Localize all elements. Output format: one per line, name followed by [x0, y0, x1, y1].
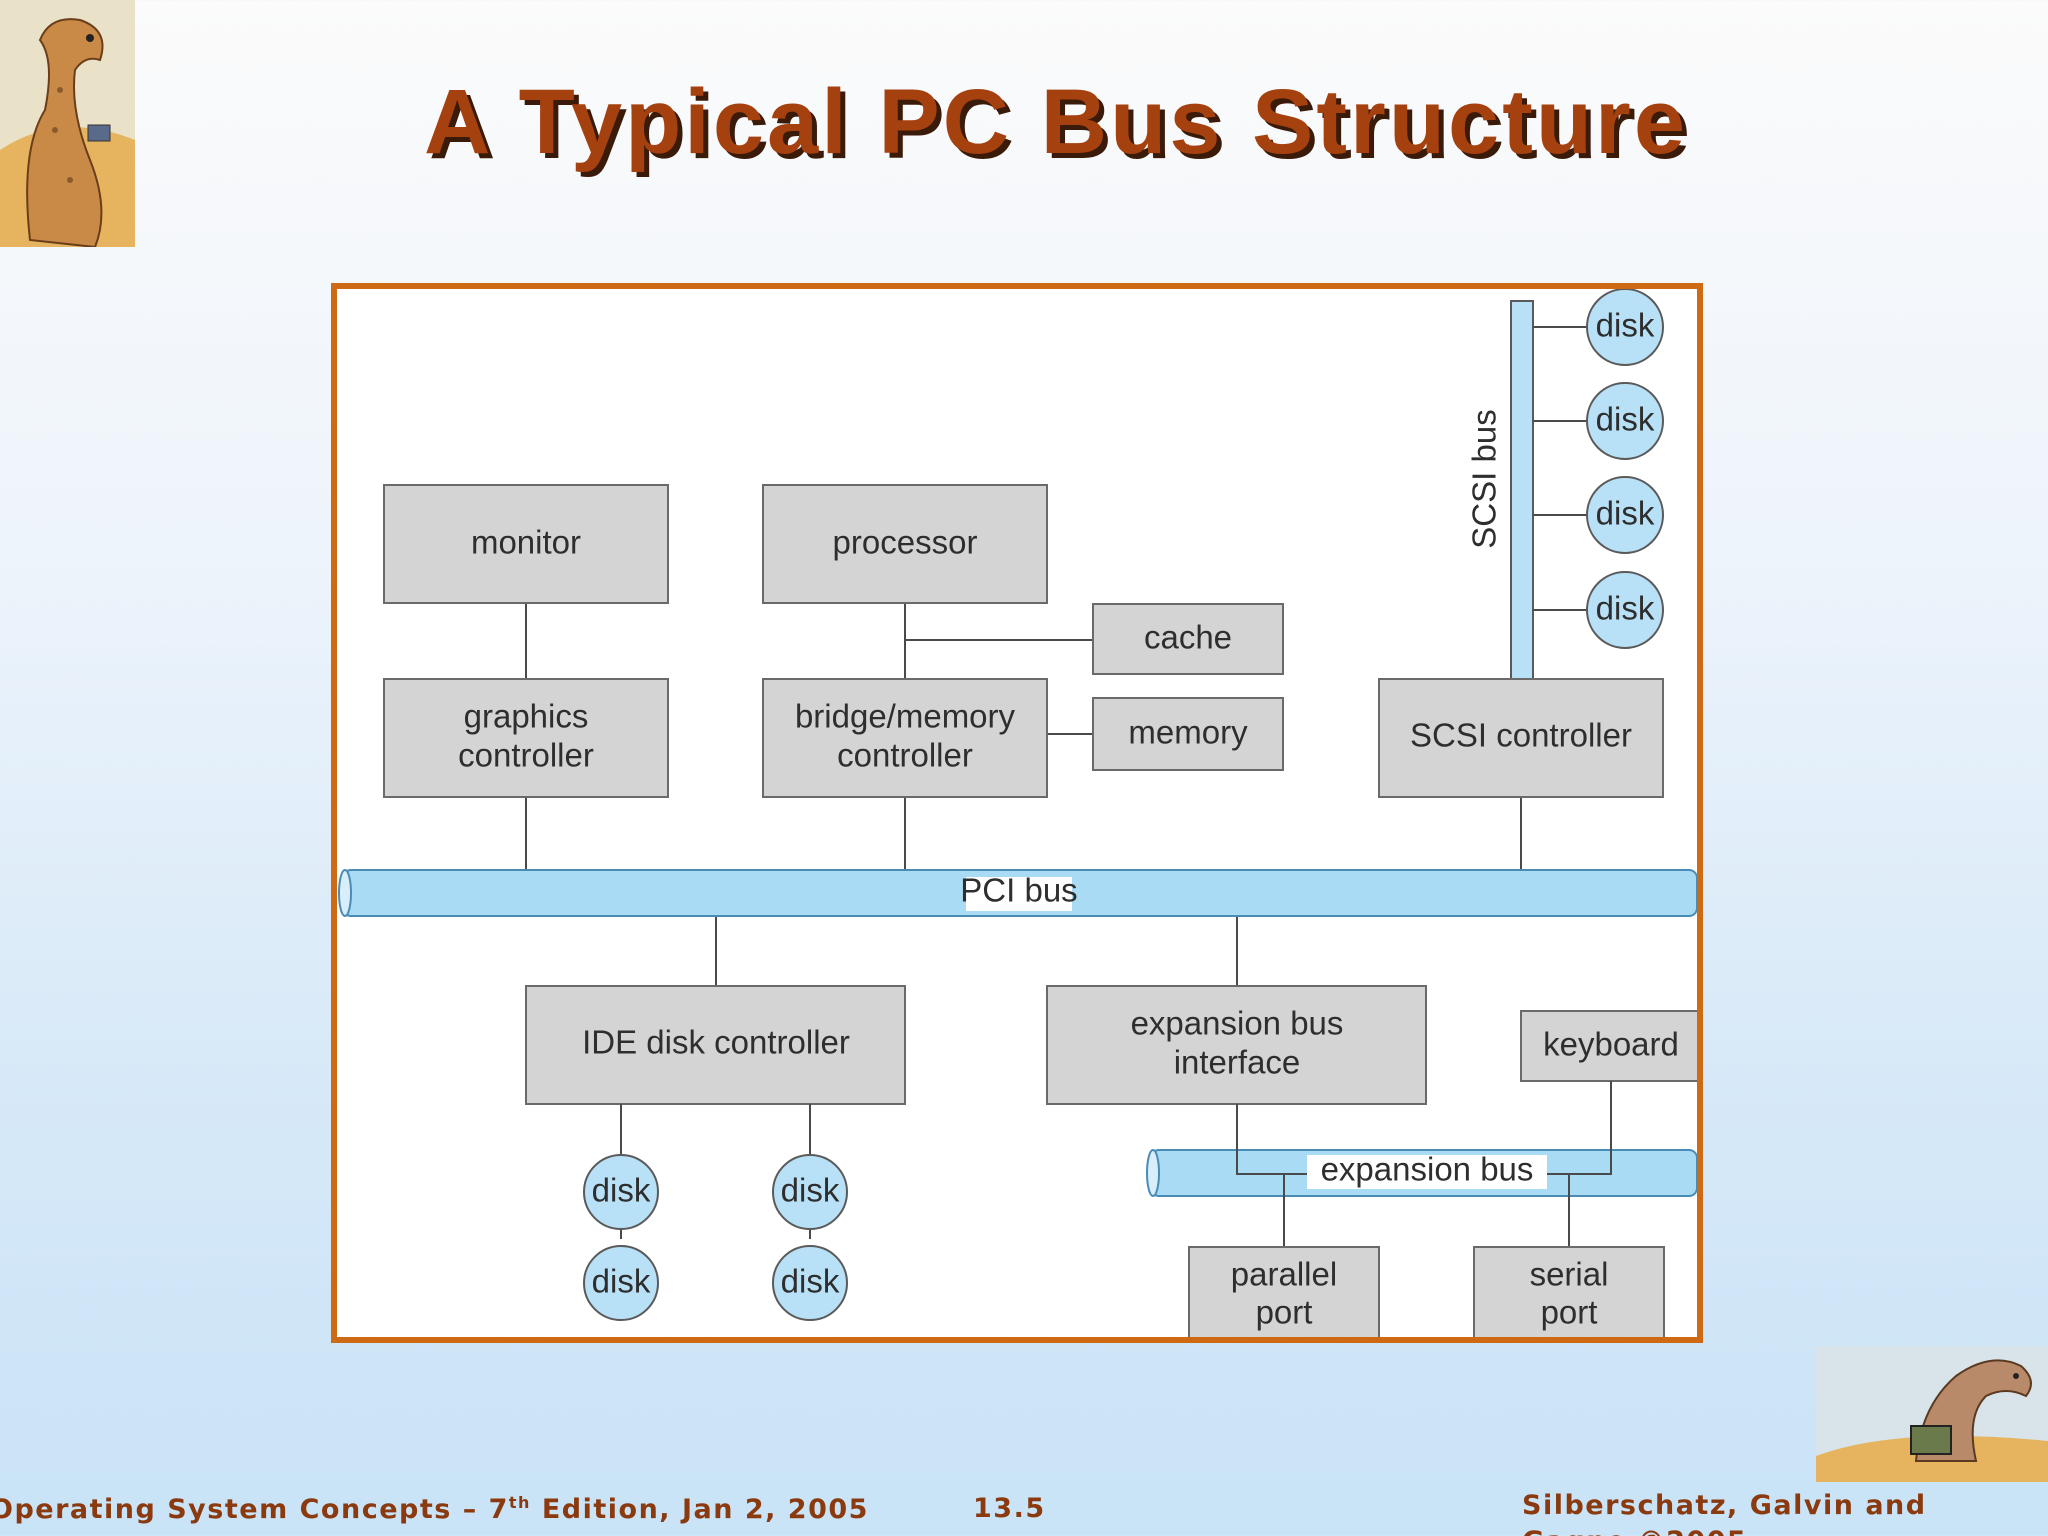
expansion-bus-label: expansion bus: [1321, 1151, 1534, 1188]
svg-text:keyboard: keyboard: [1543, 1026, 1679, 1063]
svg-text:cache: cache: [1144, 619, 1232, 656]
dinosaur-illustration-top: [0, 0, 135, 247]
processor-box: processor: [762, 484, 1048, 604]
ide-disk-controller-box: IDE disk controller: [525, 985, 906, 1105]
scsi-disk-4: disk: [1586, 571, 1664, 649]
ide-disk-2: disk: [772, 1154, 848, 1230]
svg-text:graphics: graphics: [464, 698, 589, 735]
svg-text:disk: disk: [781, 1172, 840, 1209]
svg-text:disk: disk: [1596, 590, 1655, 627]
svg-text:expansion bus: expansion bus: [1131, 1005, 1344, 1042]
diagram-frame: SCSI bus disk disk disk disk PCI bus mon…: [331, 283, 1703, 1343]
bus-diagram: SCSI bus disk disk disk disk PCI bus mon…: [338, 289, 1697, 1337]
slide-title: A Typical PC Bus Structure: [423, 71, 1689, 173]
pci-bus-label: PCI bus: [960, 872, 1077, 909]
bridge-memory-controller-box: bridge/memory controller: [762, 678, 1048, 798]
scsi-controller-box: SCSI controller: [1378, 678, 1664, 798]
ide-disk-3: disk: [583, 1245, 659, 1321]
svg-text:disk: disk: [1596, 307, 1655, 344]
ide-disk-1: disk: [583, 1154, 659, 1230]
svg-text:disk: disk: [1596, 401, 1655, 438]
memory-box: memory: [1092, 697, 1284, 771]
scsi-disk-3: disk: [1586, 476, 1664, 554]
scsi-disk-2: disk: [1586, 382, 1664, 460]
monitor-box: monitor: [383, 484, 669, 604]
dinosaur-illustration-bottom: [1816, 1346, 2048, 1482]
scsi-bus-label: SCSI bus: [1466, 409, 1503, 548]
svg-text:memory: memory: [1128, 714, 1248, 751]
svg-text:monitor: monitor: [471, 524, 581, 561]
serial-port-box: serial port: [1473, 1246, 1665, 1337]
svg-text:IDE disk controller: IDE disk controller: [582, 1024, 850, 1061]
svg-text:port: port: [1541, 1294, 1598, 1331]
svg-text:processor: processor: [833, 524, 978, 561]
svg-text:disk: disk: [592, 1263, 651, 1300]
expansion-bus: expansion bus: [1146, 1149, 1697, 1197]
parallel-expansion-link: [1283, 1173, 1307, 1254]
ide-disk-4: disk: [772, 1245, 848, 1321]
svg-text:bridge/memory: bridge/memory: [795, 698, 1016, 735]
svg-text:controller: controller: [837, 737, 973, 774]
pci-bus: PCI bus: [338, 869, 1697, 917]
svg-text:disk: disk: [781, 1263, 840, 1300]
svg-text:interface: interface: [1174, 1044, 1301, 1081]
svg-text:parallel: parallel: [1231, 1256, 1337, 1293]
expansion-bus-interface-box: expansion bus interface: [1046, 985, 1427, 1105]
svg-text:port: port: [1256, 1294, 1313, 1331]
footer-page-number: 13.5: [973, 1493, 1046, 1524]
svg-text:disk: disk: [592, 1172, 651, 1209]
scsi-bus-bar: [1510, 300, 1534, 682]
serial-expansion-link: [1547, 1173, 1570, 1254]
footer-book-info: Operating System Concepts – 7th Edition,…: [0, 1493, 869, 1525]
keyboard-box: keyboard: [1520, 1010, 1697, 1082]
cache-box: cache: [1092, 603, 1284, 675]
svg-text:disk: disk: [1596, 495, 1655, 532]
svg-text:serial: serial: [1530, 1256, 1609, 1293]
scsi-disk-1: disk: [1586, 289, 1664, 366]
graphics-controller-box: graphics controller: [383, 678, 669, 798]
svg-text:controller: controller: [458, 737, 594, 774]
footer-authors: Silberschatz, Galvin and Gagne ©2005: [1522, 1490, 1927, 1536]
svg-text:SCSI controller: SCSI controller: [1410, 717, 1632, 754]
parallel-port-box: parallel port: [1188, 1246, 1380, 1337]
